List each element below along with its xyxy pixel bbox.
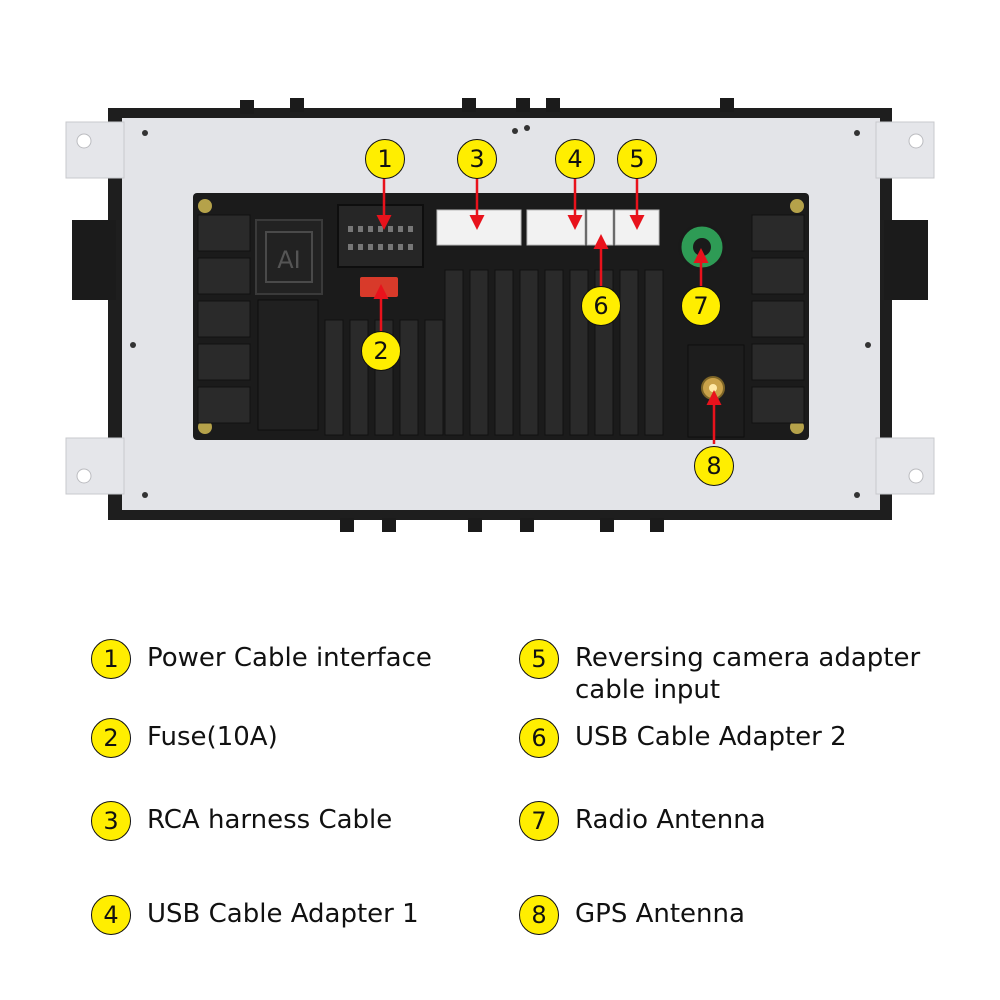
fuse bbox=[360, 277, 398, 297]
legend-item-1: 1 Power Cable interface bbox=[91, 639, 432, 679]
callout-badge-5: 5 bbox=[617, 139, 657, 179]
callout-badge-4: 4 bbox=[555, 139, 595, 179]
device-back-panel-illustration: AI bbox=[65, 98, 935, 532]
legend-label-3: RCA harness Cable bbox=[147, 805, 393, 835]
callout-arrows bbox=[373, 178, 722, 444]
callout-badge-2: 2 bbox=[361, 331, 401, 371]
rca-connector bbox=[436, 209, 522, 246]
callout-badge-7: 7 bbox=[681, 286, 721, 326]
radio-antenna-core bbox=[693, 238, 711, 256]
ear-holes bbox=[76, 133, 924, 484]
logo-frame bbox=[265, 231, 313, 283]
callout-badge-8: 8 bbox=[694, 446, 734, 486]
top-nubs bbox=[240, 98, 734, 114]
right-ribs bbox=[751, 214, 805, 424]
callout-badge-6: 6 bbox=[581, 286, 621, 326]
legend-label-4: USB Cable Adapter 1 bbox=[147, 899, 419, 929]
left-bracket bbox=[72, 220, 116, 300]
callout-badge-3: 3 bbox=[457, 139, 497, 179]
legend-label-5: Reversing camera adapter cable input bbox=[575, 642, 920, 706]
legend-item-6: 6 USB Cable Adapter 2 bbox=[519, 718, 847, 758]
legend-label-8: GPS Antenna bbox=[575, 899, 745, 929]
legend-badge-7: 7 bbox=[519, 801, 559, 841]
legend-badge-4: 4 bbox=[91, 895, 131, 935]
legend-item-4: 4 USB Cable Adapter 1 bbox=[91, 895, 419, 935]
mounting-ears bbox=[65, 121, 935, 495]
usb-adapter-1-connector bbox=[526, 209, 586, 246]
legend-item-3: 3 RCA harness Cable bbox=[91, 801, 392, 841]
legend-badge-8: 8 bbox=[519, 895, 559, 935]
legend-badge-6: 6 bbox=[519, 718, 559, 758]
legend-badge-2: 2 bbox=[91, 718, 131, 758]
legend-label-5-line-2: cable input bbox=[575, 675, 721, 705]
legend-label-7: Radio Antenna bbox=[575, 805, 766, 835]
left-ribs bbox=[197, 214, 251, 424]
legend-item-5: 5 Reversing camera adapter cable input bbox=[519, 639, 920, 706]
legend-label-6: USB Cable Adapter 2 bbox=[575, 722, 847, 752]
legend-badge-1: 1 bbox=[91, 639, 131, 679]
legend-label-1: Power Cable interface bbox=[147, 643, 432, 673]
power-connector bbox=[337, 204, 424, 268]
usb-adapter-2-connector bbox=[586, 209, 614, 246]
legend-label-2: Fuse(10A) bbox=[147, 722, 278, 752]
lower-left-block bbox=[257, 299, 319, 431]
legend-label-5-line-1: Reversing camera adapter bbox=[575, 643, 921, 673]
legend-item-7: 7 Radio Antenna bbox=[519, 801, 766, 841]
right-bracket bbox=[884, 220, 928, 300]
legend-item-8: 8 GPS Antenna bbox=[519, 895, 745, 935]
gps-antenna-pin bbox=[709, 384, 717, 392]
bottom-nubs bbox=[340, 518, 664, 532]
device-logo-text: AI bbox=[277, 246, 301, 274]
vent-fins bbox=[324, 269, 664, 436]
legend-badge-3: 3 bbox=[91, 801, 131, 841]
panel-screws bbox=[130, 125, 871, 498]
legend-item-2: 2 Fuse(10A) bbox=[91, 718, 278, 758]
legend-badge-5: 5 bbox=[519, 639, 559, 679]
callout-badge-1: 1 bbox=[365, 139, 405, 179]
